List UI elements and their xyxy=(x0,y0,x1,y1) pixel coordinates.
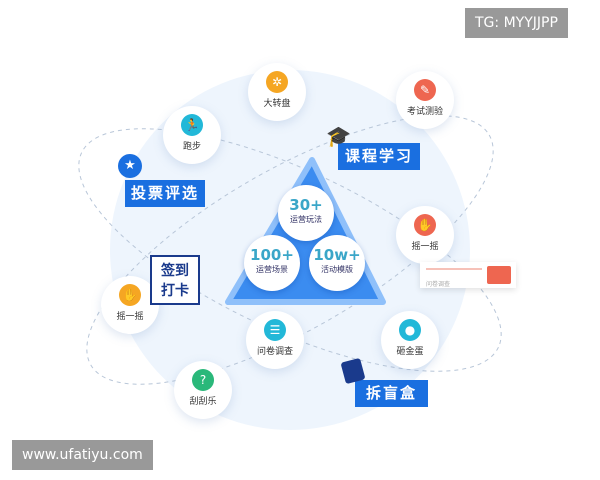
egg-icon: ● xyxy=(399,319,421,341)
node-egg[interactable]: ●砸金蛋 xyxy=(381,311,439,369)
survey-icon: ☰ xyxy=(264,319,286,341)
node-shake-left[interactable]: ✋摇一摇 xyxy=(101,276,159,334)
node-scratch[interactable]: ?刮刮乐 xyxy=(174,361,232,419)
stat-play-types: 30+运营玩法 xyxy=(278,185,334,241)
checkin-board: 签到打卡 xyxy=(150,255,200,305)
node-survey[interactable]: ☰问卷调查 xyxy=(246,311,304,369)
node-exam[interactable]: ✎考试测验 xyxy=(396,71,454,129)
scratch-icon: ? xyxy=(192,369,214,391)
exam-icon: ✎ xyxy=(414,79,436,101)
node-wheel[interactable]: ✲大转盘 xyxy=(248,63,306,121)
tag-course: 课程学习 xyxy=(338,143,420,170)
stat-templates: 10w+活动模版 xyxy=(309,235,365,291)
stat-scenarios: 100+运营场景 xyxy=(244,235,300,291)
watermark-bottom: www.ufatiyu.com xyxy=(12,440,153,470)
wheel-icon: ✲ xyxy=(266,71,288,93)
medal-icon: ★ xyxy=(118,154,142,178)
shake-icon: ✋ xyxy=(119,284,141,306)
running-icon: 🏃 xyxy=(181,114,203,136)
node-shake-right[interactable]: ✋摇一摇 xyxy=(396,206,454,264)
survey-card: 问卷调查 xyxy=(420,262,516,288)
tag-blindbox: 拆盲盒 xyxy=(355,380,428,407)
shake-icon: ✋ xyxy=(414,214,436,236)
node-running[interactable]: 🏃跑步 xyxy=(163,106,221,164)
watermark-top: TG: MYYJJPP xyxy=(465,8,568,38)
graduation-cap-icon: 🎓 xyxy=(326,124,351,148)
tag-vote: 投票评选 xyxy=(125,180,205,207)
